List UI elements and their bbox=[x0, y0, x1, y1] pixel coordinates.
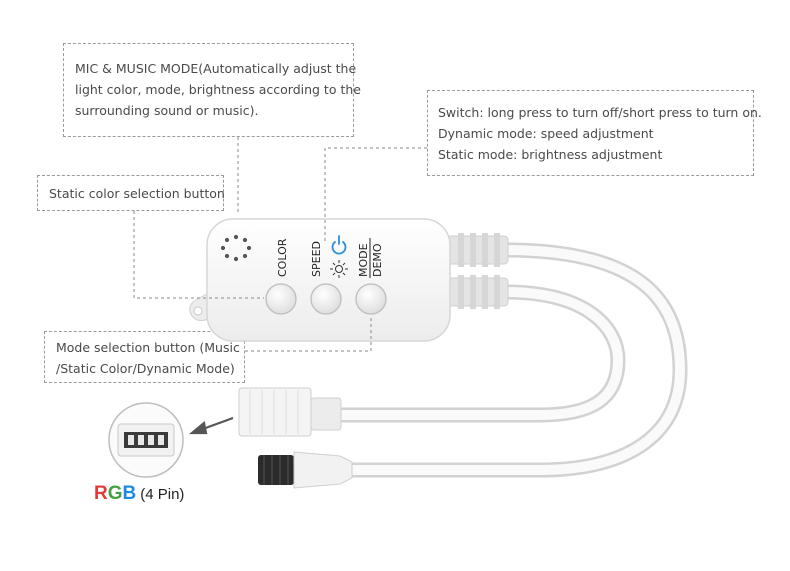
lower-cable-highlight bbox=[335, 287, 624, 420]
mode-button[interactable] bbox=[355, 283, 387, 315]
rgb-pin-count: (4 Pin) bbox=[140, 486, 185, 503]
mic-callout: MIC & MUSIC MODE(Automatically adjust th… bbox=[63, 43, 361, 137]
mode-button-label: MODE bbox=[357, 243, 370, 277]
mic-callout-line: MIC & MUSIC MODE(Automatically adjust th… bbox=[75, 61, 357, 76]
female-4pin-connector bbox=[238, 387, 342, 437]
upper-cable-highlight bbox=[325, 245, 686, 475]
rgb-g-letter: G bbox=[107, 483, 123, 504]
mode-callout-line: /Static Color/Dynamic Mode) bbox=[56, 361, 235, 376]
microphone-holes-icon bbox=[220, 234, 252, 262]
demo-button-label: DEMO bbox=[371, 243, 384, 277]
color-callout-line: Static color selection button bbox=[49, 186, 225, 201]
leader-lines bbox=[133, 137, 427, 352]
color-leader-line bbox=[133, 211, 264, 299]
mic-callout-line: surrounding sound or music). bbox=[75, 103, 259, 118]
strain-relief-upper bbox=[445, 233, 509, 267]
arrow-icon bbox=[188, 416, 234, 435]
connector-zoom-circle bbox=[108, 402, 184, 478]
rgb-b-letter: B bbox=[122, 483, 137, 504]
rgb-r-letter: R bbox=[94, 483, 108, 504]
color-button[interactable] bbox=[265, 283, 297, 315]
switch-callout-line: Static mode: brightness adjustment bbox=[438, 147, 663, 162]
cables bbox=[322, 242, 688, 478]
speed-button-label: SPEED bbox=[310, 241, 323, 277]
power-icon bbox=[331, 235, 347, 255]
speed-button[interactable] bbox=[310, 283, 342, 315]
brightness-sun-icon bbox=[330, 260, 348, 278]
mic-callout-line: light color, mode, brightness according … bbox=[75, 82, 361, 97]
color-callout: Static color selection button bbox=[37, 175, 225, 211]
strain-relief-lower bbox=[445, 275, 509, 309]
switch-callout: Switch: long press to turn off/short pre… bbox=[427, 90, 762, 176]
switch-callout-line: Dynamic mode: speed adjustment bbox=[438, 126, 654, 141]
mode-callout-line: Mode selection button (Music bbox=[56, 340, 240, 355]
rgb-4pin-label: RGB(4 Pin) bbox=[94, 483, 184, 505]
mode-callout: Mode selection button (Music /Static Col… bbox=[44, 331, 245, 383]
mode-leader-line bbox=[245, 318, 372, 352]
switch-leader-line bbox=[324, 147, 427, 243]
controller-body bbox=[206, 218, 451, 342]
dc-plug-connector bbox=[258, 451, 353, 489]
color-button-label: COLOR bbox=[276, 238, 289, 277]
switch-callout-line: Switch: long press to turn off/short pre… bbox=[438, 105, 762, 120]
